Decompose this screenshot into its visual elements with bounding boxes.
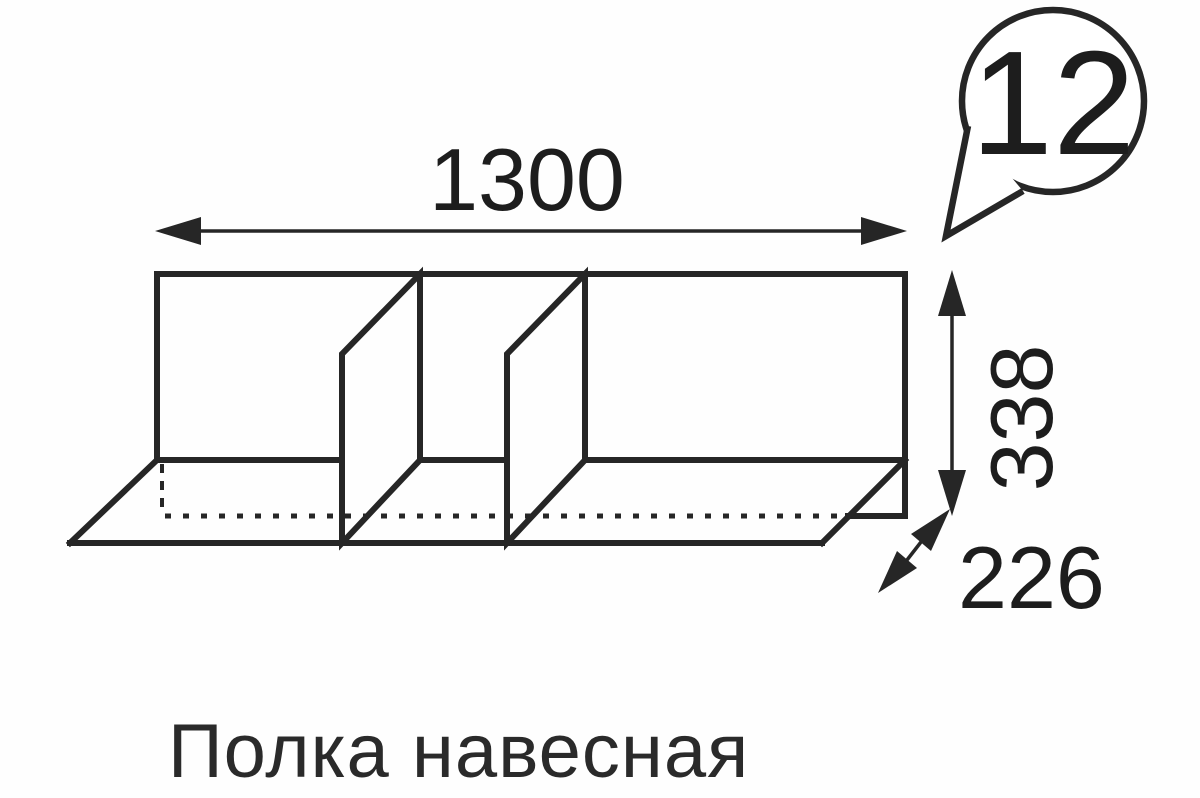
callout-bubble: 12 — [941, 6, 1148, 243]
depth-arrowhead-lower — [878, 551, 917, 593]
width-arrowhead-right — [861, 217, 907, 245]
callout-tail — [941, 125, 1025, 243]
depth-arrowhead-upper — [911, 509, 950, 551]
width-arrowhead-left — [155, 217, 201, 245]
height-arrowhead-bottom — [938, 470, 966, 516]
callout-number: 12 — [971, 21, 1136, 186]
bottom-shelf — [65, 455, 910, 548]
depth-dimension-line — [905, 540, 923, 562]
dimension-height: 338 — [938, 270, 1071, 516]
width-dimension-label: 1300 — [429, 130, 625, 229]
dimension-depth: 226 — [878, 509, 1105, 627]
dimension-width: 1300 — [155, 130, 907, 245]
divider-right — [504, 266, 588, 551]
height-dimension-label: 338 — [972, 345, 1071, 492]
shelf-drawing — [65, 266, 910, 551]
bottom-shelf-left-edge — [65, 455, 162, 548]
caption: Полка навесная — [168, 709, 749, 794]
back-panel — [154, 271, 908, 519]
callout-circle — [958, 6, 1148, 196]
bottom-shelf-right-edge — [817, 455, 910, 548]
height-arrowhead-top — [938, 270, 966, 316]
depth-dimension-label: 226 — [958, 528, 1105, 627]
divider-left — [339, 266, 423, 551]
